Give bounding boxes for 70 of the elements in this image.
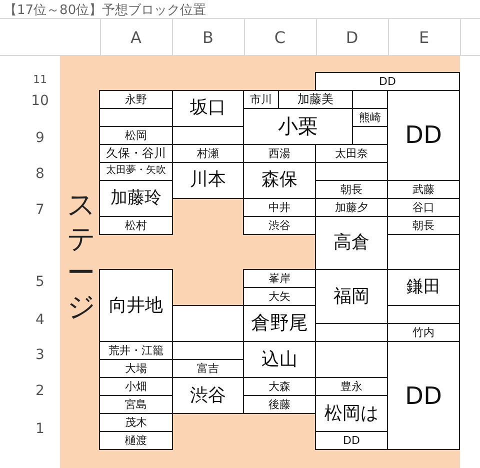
name-block: 西湯 [243,144,316,163]
name-block: 松岡は [315,395,388,432]
name-block: DD [387,341,460,450]
row-number: 2 [34,383,46,399]
column-header: A [130,28,142,47]
name-block: 永野 [99,90,173,109]
name-block: 大場 [99,359,173,378]
name-block: 熊崎 [352,108,388,127]
name-block: 森保 [243,162,316,199]
name-block: 太田夢・矢吹 [99,162,173,181]
row-number: 7 [34,202,46,218]
name-block: 松村 [99,216,173,235]
row-number: 9 [34,130,46,146]
row-number: 1 [34,421,46,437]
name-block: 宮島 [99,395,173,414]
name-block: 後藤 [243,395,316,414]
name-block: 谷口 [387,198,460,217]
name-block: 松岡 [99,126,173,145]
column-header: D [344,28,360,47]
name-block: 加藤夕 [315,198,388,217]
name-block: 加藤玲 [99,180,173,217]
name-block: 渋谷 [243,216,316,235]
name-block: 向井地 [99,269,173,342]
name-block: 朝長 [315,180,388,199]
empty-box [315,162,388,181]
name-block: 加藤美 [278,90,353,109]
name-block: DD [387,90,460,181]
name-block: 福岡 [315,269,388,324]
column-header: E [418,28,430,47]
name-block: 朝長 [387,216,460,235]
row-number: 8 [34,166,46,182]
column-header: C [273,28,287,47]
name-block: 小栗 [243,108,353,145]
empty-box [352,126,388,145]
name-block: 茂木 [99,413,173,432]
name-block: 小畑 [99,377,173,396]
name-block: 竹内 [387,323,460,342]
name-block: 鎌田 [387,269,460,306]
sheet-title: 【17位～80位】予想ブロック位置 [4,2,206,19]
name-block: 大矢 [243,287,316,306]
name-block: 坂口 [172,90,244,127]
name-block: 渋谷 [172,377,244,414]
name-block: 荒井・江籠 [99,341,173,360]
row-number: 11 [32,73,48,86]
name-block: 太田奈 [315,144,388,163]
name-block: DD [315,431,388,450]
row-number: 3 [34,347,46,363]
empty-box [387,234,460,270]
name-block: DD [315,72,460,91]
empty-box [99,108,173,127]
row-number: 5 [34,274,46,290]
name-block: 豊永 [315,377,388,396]
name-block: 市川 [243,90,279,109]
name-block: 樋渡 [99,431,173,450]
name-block: 大森 [243,377,316,396]
name-block: 中井 [243,198,316,217]
name-block: 川本 [172,162,244,199]
name-block: 込山 [243,341,316,378]
name-block: 高倉 [315,216,388,270]
row-number: 10 [30,93,50,109]
name-block: 村瀬 [172,144,244,163]
name-block: 武藤 [387,180,460,199]
name-block: 富吉 [172,359,244,378]
name-block: 峯岸 [243,269,316,288]
row-number: 4 [34,312,46,328]
stage-label: ステージ [67,188,95,324]
name-block: 久保・谷川 [99,144,173,163]
column-header: B [202,28,214,47]
empty-box [387,305,460,324]
name-block: 倉野尾 [243,305,316,342]
